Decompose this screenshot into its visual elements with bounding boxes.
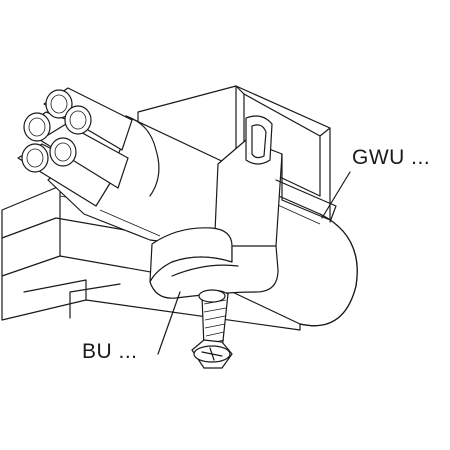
cable-group xyxy=(17,87,133,207)
cable-end xyxy=(64,105,92,135)
cable-end xyxy=(21,143,49,173)
gwu-part-label: GWU ... xyxy=(352,146,431,169)
screw-head xyxy=(191,339,233,369)
gwu-leader-line xyxy=(321,171,351,219)
cable-end xyxy=(49,137,77,167)
cable-end xyxy=(23,112,51,142)
bu-part-label: BU ... xyxy=(82,340,138,363)
clamp-screw xyxy=(198,289,229,355)
bu-leader-line xyxy=(157,291,181,355)
cable-end xyxy=(45,89,73,119)
bu-clamp-band xyxy=(149,227,279,299)
